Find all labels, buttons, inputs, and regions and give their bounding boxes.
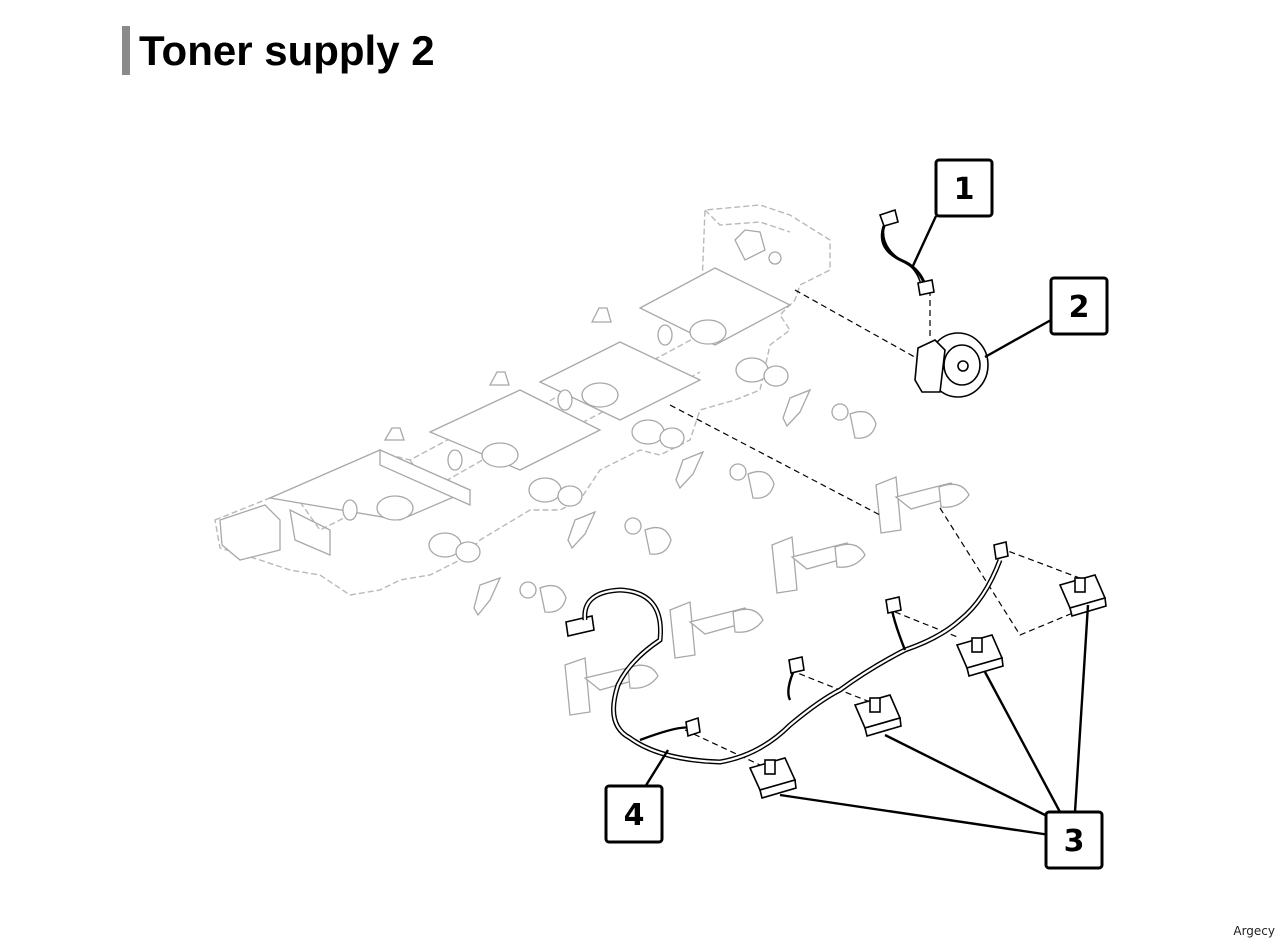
title-accent-bar (122, 26, 130, 75)
motor-part (914, 332, 989, 398)
toner-frame-assembly (214, 204, 877, 617)
callout-4: 4 (604, 784, 664, 844)
callout-1: 1 (934, 158, 994, 218)
leader-lines (643, 215, 1090, 837)
alignment-lines (669, 289, 1086, 766)
callout-3: 3 (1044, 810, 1104, 870)
callout-2: 2 (1049, 276, 1109, 336)
sensor-parts (748, 574, 1107, 800)
callout-1-label: 1 (954, 172, 975, 207)
watermark: Argecy (1233, 924, 1275, 938)
wire-harness-part (565, 541, 1009, 765)
sensor-bracket-set (564, 476, 970, 716)
callout-3-label: 3 (1064, 824, 1085, 859)
page-title: Toner supply 2 (139, 27, 435, 74)
cable-part (878, 208, 935, 296)
callout-4-label: 4 (624, 798, 645, 833)
callout-2-label: 2 (1069, 290, 1090, 325)
